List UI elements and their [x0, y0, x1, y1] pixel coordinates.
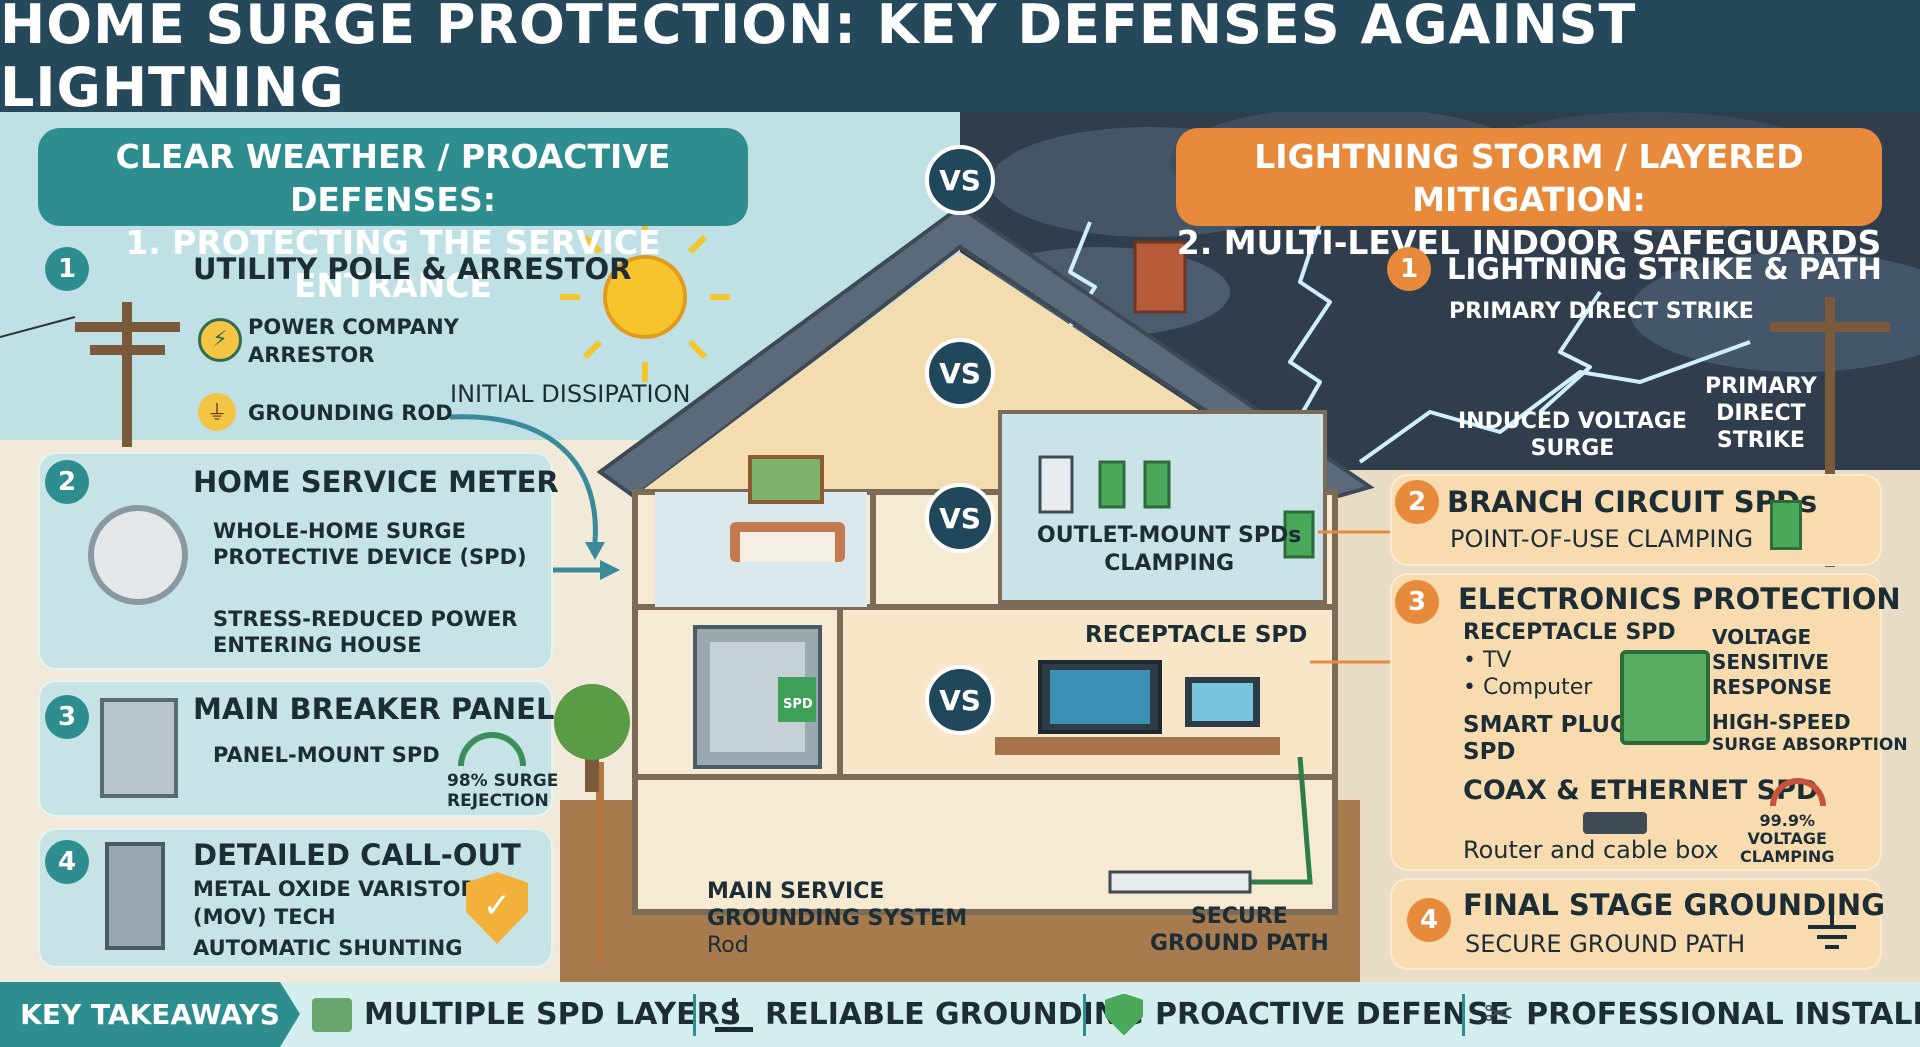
step-item: (MOV) TECH [193, 905, 336, 929]
receptacle-spd-label: RECEPTACLE SPD [1463, 620, 1676, 645]
takeaway-item: MULTIPLE SPD LAYERS [312, 982, 741, 1047]
smart-plug-label: SMART PLUG SPD [1463, 712, 1629, 765]
step-number-badge: 4 [1407, 898, 1451, 942]
step-item: ENTERING HOUSE [213, 633, 422, 657]
step-title: DETAILED CALL-OUT [193, 838, 521, 872]
step-number-badge: 3 [45, 695, 89, 739]
left-section-header: CLEAR WEATHER / PROACTIVE DEFENSES: 1. P… [38, 128, 748, 305]
high-speed-label: HIGH-SPEED [1712, 710, 1851, 734]
takeaway-item: PROACTIVE DEFENSE [1105, 982, 1509, 1047]
step-item: PANEL-MOUNT SPD [213, 743, 440, 767]
step-number-badge: 3 [1395, 580, 1439, 624]
right-header-line1: LIGHTNING STORM / LAYERED MITIGATION: [1254, 137, 1804, 219]
right-section-header: LIGHTNING STORM / LAYERED MITIGATION: 2.… [1176, 128, 1882, 262]
key-takeaways-bar: KEY TAKEAWAYS MULTIPLE SPD LAYERS RELIAB… [0, 982, 1920, 1047]
right-header-line2: 2. MULTI-LEVEL INDOOR SAFEGUARDS [1176, 223, 1882, 262]
step-title: MAIN BREAKER PANEL [193, 692, 555, 726]
clamping-label: 99.9% VOLTAGE CLAMPING [1740, 811, 1835, 866]
mov-device-icon [105, 842, 165, 950]
left-header-line2: 1. PROTECTING THE SERVICE ENTRANCE [125, 223, 661, 305]
main-breaker-panel-illustration [693, 625, 822, 769]
initial-dissipation-label: INITIAL DISSIPATION [450, 380, 691, 408]
coax-spd-icon [1583, 812, 1647, 834]
step-number-badge: 2 [1395, 480, 1439, 524]
surge-rejection-label: REJECTION [447, 791, 549, 811]
step-number-badge: 2 [45, 460, 89, 504]
key-takeaways-label: KEY TAKEAWAYS [0, 982, 300, 1047]
tools-icon: ✂ [1484, 994, 1515, 1035]
lightning-arrestor-icon: ⚡ [198, 318, 242, 362]
main-grounding-label: MAIN SERVICE GROUNDING SYSTEM Rod [707, 879, 968, 958]
shield-check-icon [1105, 993, 1143, 1036]
tv-icon [1038, 660, 1162, 734]
voltage-response-label: VOLTAGE SENSITIVE RESPONSE [1712, 625, 1832, 699]
left-header-line1: CLEAR WEATHER / PROACTIVE DEFENSES: [115, 137, 671, 219]
step-subtitle: POINT-OF-USE CLAMPING [1450, 525, 1754, 553]
step-title: BRANCH CIRCUIT SPDs [1447, 485, 1818, 519]
step-subtitle: PRIMARY DIRECT STRIKE [1449, 299, 1754, 324]
step-item: AUTOMATIC SHUNTING [193, 936, 463, 960]
step-title: HOME SERVICE METER [193, 465, 559, 499]
outlet-spd-label: OUTLET-MOUNT SPDs CLAMPING [1037, 523, 1302, 576]
ground-symbol-icon [1808, 895, 1856, 955]
device-bullet: • TV [1463, 648, 1512, 673]
step-item: STRESS-REDUCED POWER [213, 607, 518, 631]
step-item: POWER COMPANY [248, 315, 459, 339]
electric-meter-icon [88, 505, 188, 605]
utility-pole-left-icon [75, 302, 180, 447]
power-strip-icon [1108, 870, 1252, 894]
step-item: WHOLE-HOME SURGE [213, 519, 466, 543]
step-title: UTILITY POLE & ARRESTOR [193, 252, 632, 286]
vs-badge: VS [925, 145, 995, 215]
step-title: LIGHTNING STRIKE & PATH [1447, 252, 1882, 286]
router-label: Router and cable box [1463, 836, 1719, 864]
grounding-icon: ⏚ [198, 393, 236, 431]
spd-module-icon [1620, 650, 1710, 745]
device-bullet: • Computer [1463, 675, 1593, 700]
induced-voltage-label: INDUCED VOLTAGE SURGE [1458, 409, 1687, 461]
breaker-panel-icon [100, 698, 178, 798]
layers-icon [312, 997, 352, 1032]
takeaway-item: ✂ PROFESSIONAL INSTALL [1484, 994, 1920, 1035]
step-number-badge: 1 [45, 247, 89, 291]
step-item: GROUNDING ROD [248, 401, 453, 425]
step-title: ELECTRONICS PROTECTION [1458, 582, 1901, 616]
step-card [1390, 878, 1882, 970]
sun-icon [560, 212, 730, 382]
vs-badge: VS [925, 665, 995, 735]
outlet-mount-spd-icons [1038, 455, 1315, 559]
receptacle-spd-house-label: RECEPTACLE SPD [1085, 622, 1308, 648]
surge-rejection-label: 98% SURGE [447, 771, 559, 791]
bed-icon [730, 522, 845, 562]
step-subtitle: SECURE GROUND PATH [1465, 930, 1746, 958]
step-item: METAL OXIDE VARISTOR [193, 877, 477, 901]
panel-spd-icon [778, 677, 816, 722]
takeaway-divider [1462, 994, 1465, 1036]
title-bar: HOME SURGE PROTECTION: KEY DEFENSES AGAI… [0, 0, 1920, 119]
step-number-badge: 1 [1387, 247, 1431, 291]
takeaway-divider [693, 994, 696, 1036]
vs-badge: VS [925, 338, 995, 408]
vs-badge: VS [925, 483, 995, 553]
step-item: ARRESTOR [248, 343, 375, 367]
takeaway-item: RELIABLE GROUNDING [715, 982, 1144, 1047]
tv-stand-icon [995, 737, 1280, 755]
page-title: HOME SURGE PROTECTION: KEY DEFENSES AGAI… [0, 0, 1637, 119]
step-item: PROTECTIVE DEVICE (SPD) [213, 545, 527, 569]
surge-absorption-label: SURGE ABSORPTION [1712, 735, 1908, 755]
primary-strike-label: PRIMARY DIRECT STRIKE [1705, 374, 1817, 453]
coax-ethernet-label: COAX & ETHERNET SPD [1463, 775, 1819, 806]
tree-icon [554, 684, 630, 792]
step-title: FINAL STAGE GROUNDING [1463, 888, 1886, 922]
wall-painting-icon [748, 455, 824, 504]
computer-monitor-icon [1185, 677, 1260, 727]
secure-ground-label: SECURE GROUND PATH [1150, 904, 1329, 956]
step-number-badge: 4 [45, 840, 89, 884]
takeaway-divider [1083, 994, 1086, 1036]
branch-spd-icon [1770, 500, 1802, 550]
panel-spd-tag: SPD [783, 697, 813, 712]
ground-icon [715, 997, 753, 1032]
